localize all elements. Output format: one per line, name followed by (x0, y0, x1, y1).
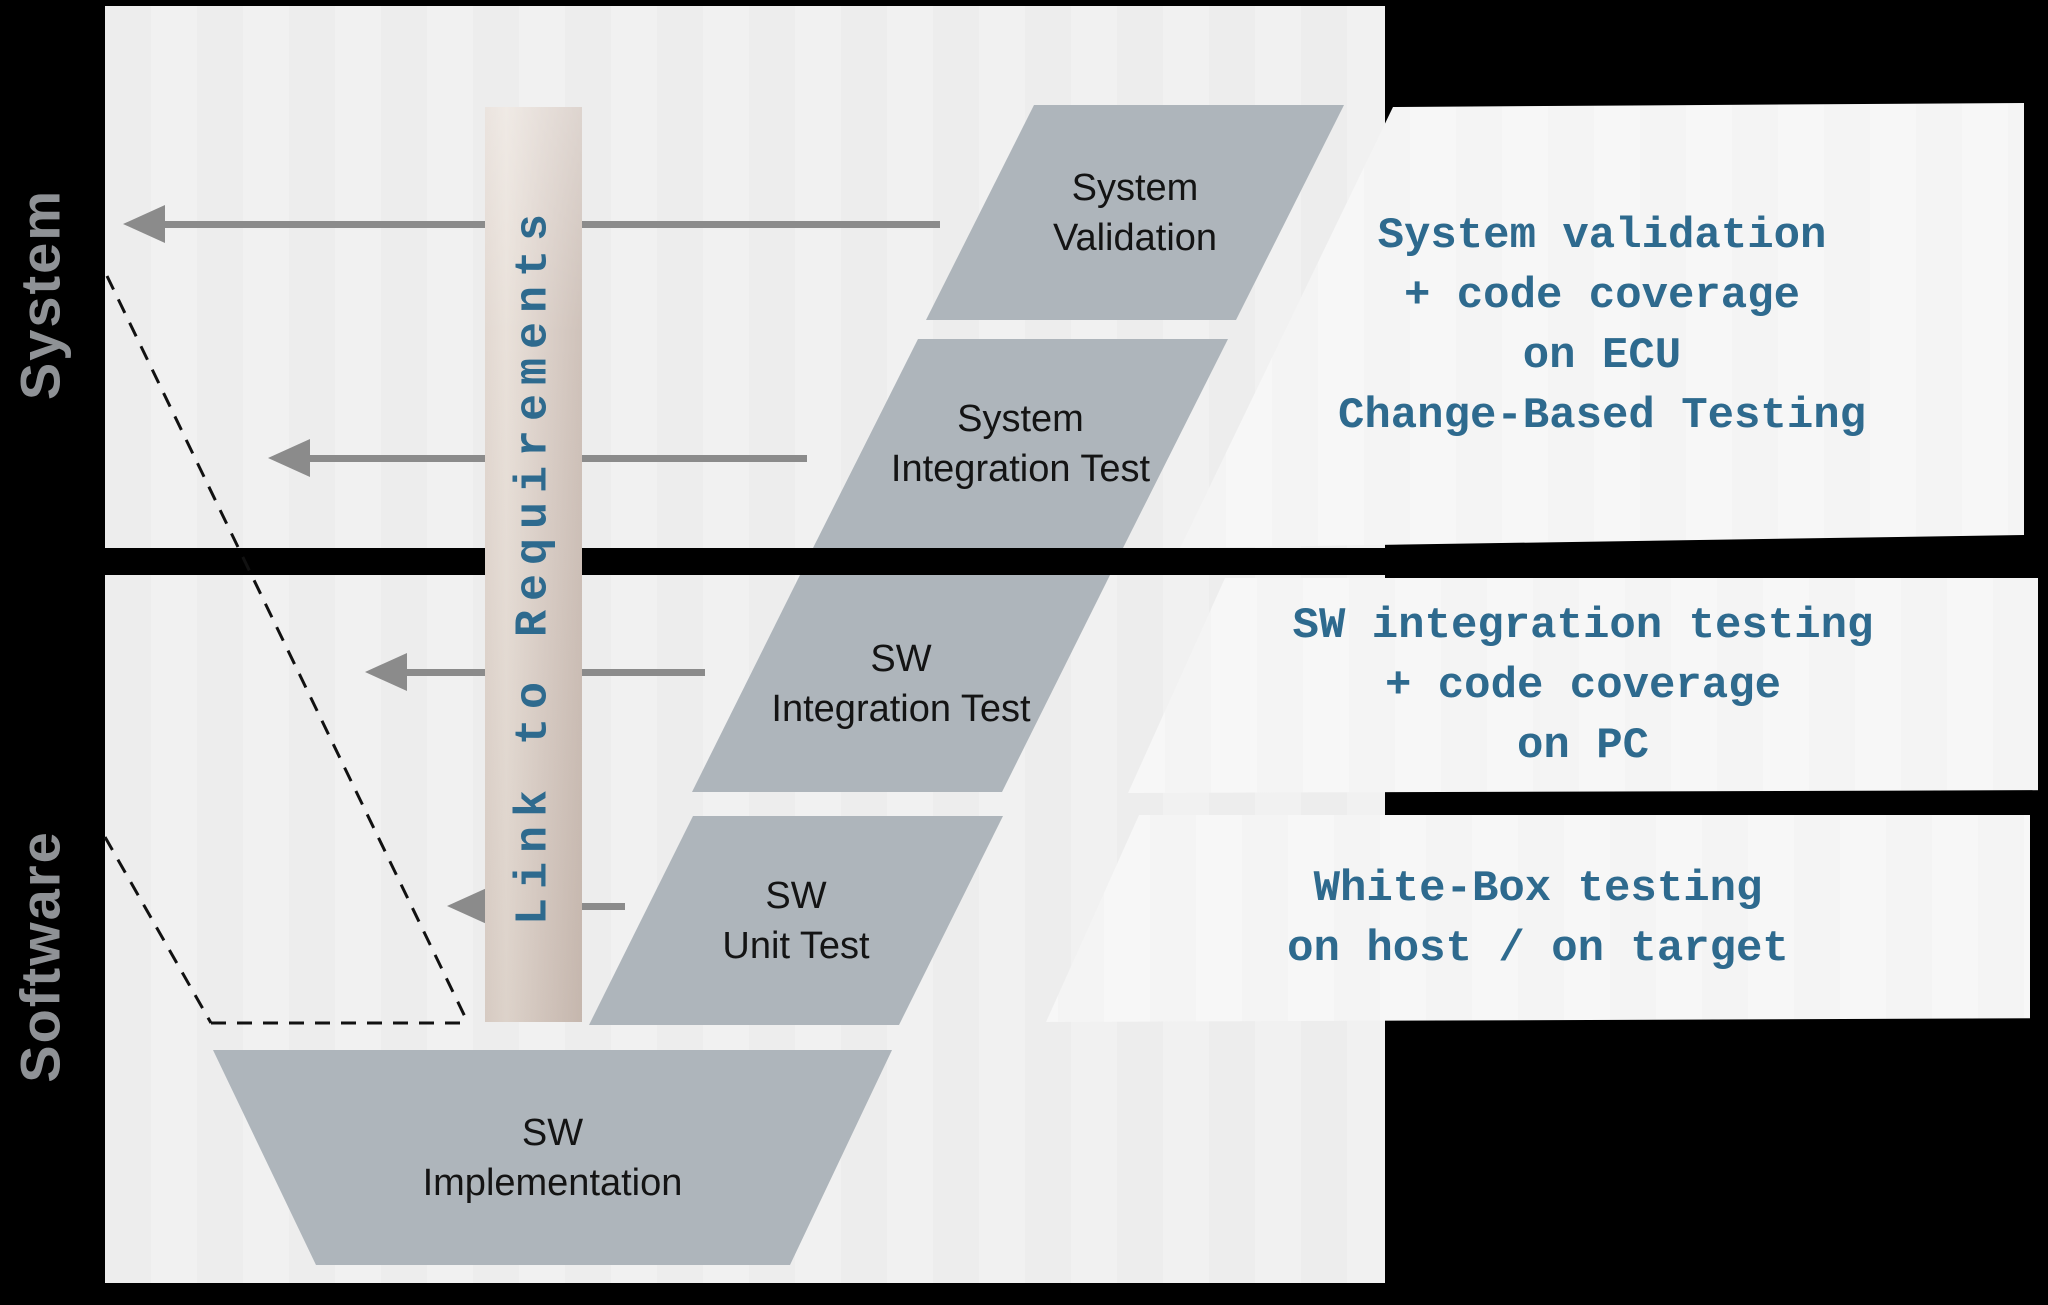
v-box-sw-implementation: SW Implementation (213, 1050, 892, 1265)
arrowhead-left-icon (365, 653, 407, 691)
v-box-label-line: Implementation (422, 1161, 683, 1204)
v-box-label-line: SW (521, 1111, 584, 1154)
annotation-line: + code coverage (1384, 660, 1782, 711)
annotation-card-sw-integration: SW integration testing + code coverage o… (1128, 578, 2038, 793)
annotation-card-white-box: White-Box testing on host / on target (1046, 815, 2030, 1022)
v-box-label-line: Integration Test (771, 687, 1031, 730)
section-label-software: Software (8, 830, 72, 1083)
annotation-line: on PC (1516, 720, 1650, 771)
annotation-line: on host / on target (1287, 923, 1789, 974)
arrowhead-left-icon (447, 887, 489, 925)
v-box-label-line: Unit Test (722, 924, 870, 967)
annotation-line: System validation (1377, 210, 1827, 261)
requirements-bar: Link to Requirements (485, 107, 582, 1022)
v-box-label-line: System (957, 397, 1084, 440)
v-box-label-line: SW (870, 637, 932, 680)
annotation-line: White-Box testing (1313, 863, 1763, 914)
annotation-line: Change-Based Testing (1337, 390, 1867, 441)
requirements-bar-label: Link to Requirements (508, 204, 559, 925)
v-box-label-line: System (1071, 166, 1199, 209)
v-box-label-line: SW (765, 874, 827, 917)
annotation-line: on ECU (1522, 330, 1682, 381)
section-label-system: System (8, 188, 72, 401)
arrowhead-left-icon (268, 439, 310, 477)
v-box-label-line: Integration Test (890, 447, 1151, 490)
arrowhead-left-icon (123, 205, 165, 243)
annotation-line: + code coverage (1403, 270, 1801, 321)
v-box-label-line: Validation (1052, 216, 1218, 259)
annotation-line: SW integration testing (1292, 600, 1874, 651)
